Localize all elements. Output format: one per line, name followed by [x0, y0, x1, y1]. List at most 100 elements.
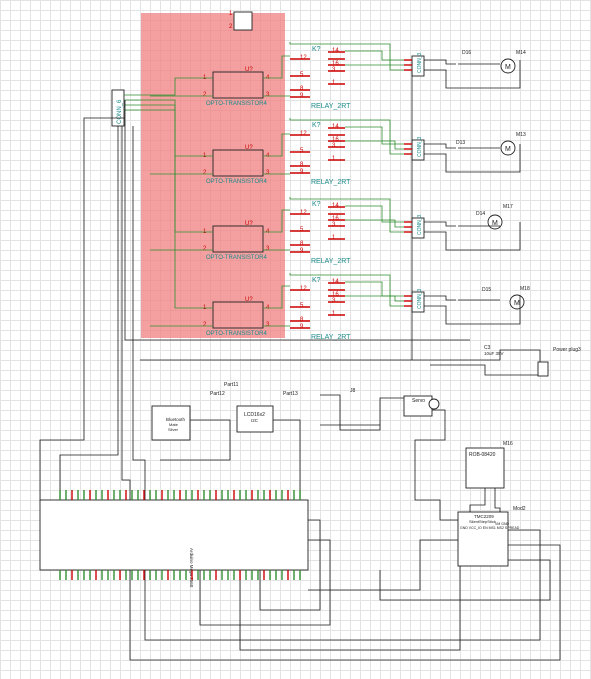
relay-2-pin-1: 1	[332, 156, 336, 162]
opto-input-wire	[124, 109, 213, 309]
switch-wire	[320, 394, 404, 431]
lcd-line2: I2C	[251, 418, 259, 423]
relay-4-pin-12: 12	[300, 286, 307, 292]
stepper-driver[interactable]: Mod2 TMC2209 SilentStepStick GND VCC_IO …	[457, 506, 526, 567]
relay-output-wire	[345, 126, 412, 145]
right-connector-1[interactable]: CONN_3	[411, 52, 425, 77]
relay-1-pin-1: 1	[332, 80, 336, 86]
servo-label: Servo	[412, 398, 425, 404]
opto-output-wire	[263, 55, 290, 79]
opto-4-pin-3: 3	[266, 322, 270, 328]
power-wire	[430, 364, 538, 376]
motor-wire	[424, 143, 456, 149]
diode-motor-3[interactable]: D14 M17 M	[476, 204, 513, 230]
opto-2-name: OPTO-TRANSISTOR4	[206, 179, 267, 185]
servo[interactable]: Servo	[403, 395, 440, 417]
capacitor-value: 10uF 35V	[484, 351, 504, 356]
opto-1-pin-2: 2	[203, 92, 207, 98]
driver-wire	[129, 544, 561, 661]
power-capacitor[interactable]: C3 10uF 35V	[484, 345, 504, 356]
right-connector-2-label: CONN_3	[417, 136, 423, 157]
motor-1-m: M	[505, 64, 511, 71]
relay-output-wire	[289, 42, 412, 71]
relay-2-pin-14: 14	[332, 124, 339, 130]
relay-2-pin-5: 5	[300, 148, 304, 154]
bus-wire	[121, 126, 131, 500]
right-connector-2[interactable]: CONN_3	[411, 136, 425, 161]
relay-1-pin-3: 3	[332, 67, 336, 73]
diode-motor-2[interactable]: D13 M13 M	[456, 132, 526, 156]
relay-3-ref: K?	[312, 201, 321, 208]
left-connector[interactable]: CONN_6	[111, 89, 125, 127]
opto-output-wire	[263, 209, 290, 233]
wires	[39, 42, 561, 661]
relay-3-pin-5: 5	[300, 227, 304, 233]
bluetooth-line2: Mate	[169, 422, 179, 427]
stepper-motor[interactable]: M16 ROB-08420	[465, 441, 513, 489]
relay-3-pin-8: 8	[300, 241, 304, 247]
relay-output-wire	[345, 205, 412, 223]
relay-1-pin-16: 16	[332, 61, 339, 67]
relay-2-pin-9: 9	[300, 169, 304, 175]
stepper-wire	[469, 488, 486, 512]
relay-output-wire	[345, 219, 412, 228]
module-wire	[273, 419, 301, 500]
relay-output-wire	[289, 197, 412, 233]
relay-1[interactable]: K? 14 12 16 3 5 1 8 9 RELAY_2RT	[300, 46, 351, 110]
opto-input-wire	[124, 77, 213, 96]
part11-label: Part11	[224, 382, 239, 388]
motor-4-symbol	[509, 294, 525, 310]
relay-2-pin-8: 8	[300, 162, 304, 168]
mcu-wire	[199, 539, 331, 626]
opto-4-name: OPTO-TRANSISTOR4	[206, 331, 267, 337]
opto-2-pin-2: 2	[203, 170, 207, 176]
driver-ref: Mod2	[513, 506, 526, 512]
opto-1-name: OPTO-TRANSISTOR4	[206, 101, 267, 107]
opto-2-ref: U?	[245, 145, 253, 151]
motor-wire	[424, 144, 521, 173]
part12-label: Part12	[210, 391, 225, 397]
opto-3-pin-2: 2	[203, 246, 207, 252]
opto-3-name: OPTO-TRANSISTOR4	[206, 255, 267, 261]
relay-3-pin-12: 12	[300, 210, 307, 216]
bluetooth-module[interactable]: Bluetooth Mate Silver	[151, 405, 191, 441]
lcd-module[interactable]: LCD16x2 I2C	[236, 405, 274, 433]
relay-2-pin-3: 3	[332, 143, 336, 149]
motor-1-symbol	[500, 58, 516, 74]
diode-motor-1[interactable]: D16 M14 M	[462, 50, 526, 74]
relay-1-pin-12: 12	[300, 55, 307, 61]
motor-3-m: M	[492, 220, 498, 227]
relay-3[interactable]: K? 14 12 16 3 5 1 8 9 RELAY_2RT	[300, 201, 351, 265]
motor-2-symbol	[500, 140, 516, 156]
top-connector[interactable]: 1 2	[229, 11, 253, 31]
relay-4-pin-5: 5	[300, 303, 304, 309]
right-connector-1-label: CONN_3	[417, 52, 423, 73]
driver-pins-right: VM GND	[495, 522, 509, 526]
opto-output-wire	[263, 285, 290, 309]
relay-3-pin-1: 1	[332, 235, 336, 241]
motor-2-ref: M13	[516, 132, 526, 138]
relay-4[interactable]: K? 14 12 16 3 5 1 8 9 RELAY_2RT	[300, 277, 351, 341]
mcu-label: Arduino Mega 2560	[189, 548, 194, 588]
bus-wire	[59, 126, 119, 500]
relay-1-pin-14: 14	[332, 48, 339, 54]
driver-subtitle: SilentStepStick	[469, 519, 496, 524]
part13-label: Part13	[283, 391, 298, 397]
motor-wire	[424, 295, 456, 301]
arduino-mega[interactable]: Arduino Mega 2560	[39, 499, 309, 588]
diode-4-ref: D15	[482, 287, 491, 293]
diode-motor-4[interactable]: D15 M18 M	[482, 286, 530, 310]
relay-2-ref: K?	[312, 122, 321, 129]
bluetooth-title: Bluetooth	[166, 417, 186, 422]
power-plug[interactable]: Power plug3	[537, 347, 581, 377]
relay-2[interactable]: K? 14 12 16 3 5 1 8 9 RELAY_2RT	[300, 122, 351, 186]
right-connector-4[interactable]: CONN_3	[411, 288, 425, 313]
relay-4-pin-3: 3	[332, 298, 336, 304]
top-part-pin-2: 2	[229, 24, 233, 30]
relay-output-wire	[345, 50, 412, 61]
driver-wire	[308, 539, 458, 591]
opto-2-pin-3: 3	[266, 170, 270, 176]
right-connector-3[interactable]: CONN_3	[411, 214, 425, 239]
motor-3-symbol	[487, 214, 503, 230]
